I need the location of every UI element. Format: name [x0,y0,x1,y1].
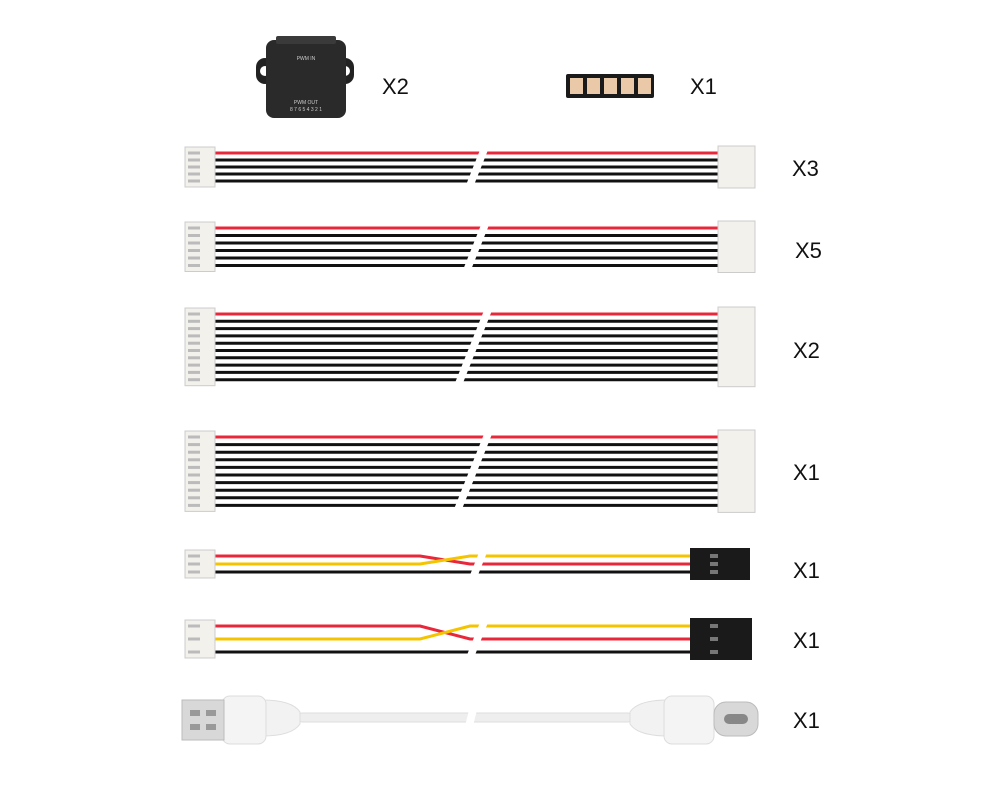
left-connector [184,221,216,272]
pwm-in-label: PWM IN [297,56,316,62]
left-connector [184,430,216,512]
cut-mark [454,309,493,385]
right-connector [717,306,756,388]
cable-quantity: X1 [793,460,820,485]
servo-plug [690,618,752,660]
cut-mark [465,148,489,186]
cable-quantity: X5 [795,238,822,263]
usb-cable-quantity: X1 [793,708,820,733]
cut-mark [466,621,489,657]
cut-mark [469,551,488,577]
connector-adapter [566,74,654,98]
10-pin-cable-b [184,429,756,513]
servo-plug [690,548,750,580]
wire [215,554,690,566]
pwm-out-label: PWM OUT [294,100,318,106]
6-pin-cable [184,220,756,273]
10-pin-cable-a [184,306,756,388]
pwm-module: PWM IN PWM OUT 8 7 6 5 4 3 2 1 [256,36,354,118]
right-connector [717,145,756,189]
adapter-quantity: X1 [690,74,717,99]
cable-quantity: X1 [793,628,820,653]
pin-numbers: 8 7 6 5 4 3 2 1 [290,107,322,113]
cable-quantity: X2 [793,338,820,363]
cut-mark [453,432,493,511]
right-connector [717,429,756,513]
cable-quantity: X1 [793,558,820,583]
cut-mark [462,223,490,271]
right-connector [717,220,756,273]
5-pin-cable [184,145,756,189]
wire [215,624,690,641]
servo-cable-b [184,618,752,660]
left-connector [184,307,216,387]
servo-cable-a [184,548,750,580]
cable-quantity: X3 [792,156,819,181]
wire [215,624,690,641]
usb-cable [181,695,759,745]
module-quantity: X2 [382,74,409,99]
